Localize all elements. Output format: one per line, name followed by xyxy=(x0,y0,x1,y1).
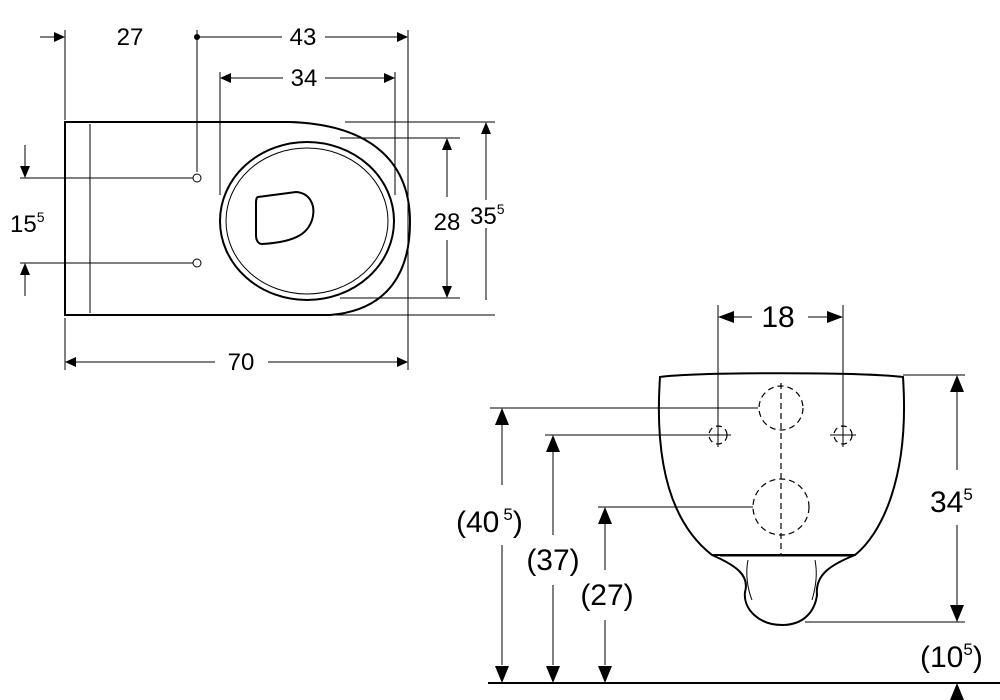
mount-hole-top xyxy=(192,173,202,183)
water-inlet-circle xyxy=(758,385,804,431)
dim-18-label: 18 xyxy=(761,301,794,334)
outlet-shape xyxy=(255,190,315,246)
dim-10-5-label: (105) xyxy=(920,640,983,674)
toilet-foot-front xyxy=(711,554,856,627)
dim-27-label: 27 xyxy=(117,24,144,51)
bowl-rim-inner xyxy=(225,147,389,295)
dim-28-label: 28 xyxy=(434,209,461,236)
dim-34-label: 34 xyxy=(291,65,318,92)
toilet-outline-front xyxy=(657,372,905,556)
drain-outlet-circle xyxy=(752,478,810,536)
dim-15-5-label: 155 xyxy=(10,209,45,238)
dim-27-front-label: (27) xyxy=(580,579,633,612)
dim-34-5-label: 345 xyxy=(930,485,973,519)
toilet-outline-top xyxy=(64,121,412,316)
top-view: 27 43 34 70 28 355 155 xyxy=(10,24,505,376)
bowl-rim-outer xyxy=(219,141,395,301)
dim-37-label: (37) xyxy=(526,544,579,577)
dim-35-5-label: 355 xyxy=(470,201,505,230)
mount-hole-bottom xyxy=(192,258,202,268)
dim-70-label: 70 xyxy=(228,349,255,376)
dim-43-label: 43 xyxy=(290,24,317,51)
